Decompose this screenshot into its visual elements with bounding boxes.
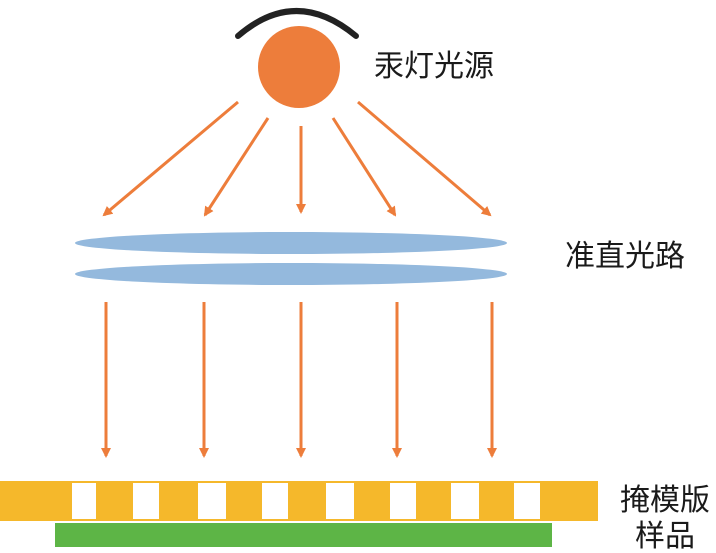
mask-label: 掩模版 [620,483,710,518]
mask-opening-2 [133,483,159,519]
incident-ray-1 [102,100,239,217]
sample-label: 样品 [635,519,695,553]
mask-opening-5 [326,483,354,519]
mask-openings [72,483,540,519]
mask-opening-4 [262,483,288,519]
light-source-label: 汞灯光源 [374,49,494,84]
collimated-rays [101,302,497,458]
mask-opening-6 [390,483,416,519]
mask-opening-7 [451,483,479,519]
mercury-lamp [258,26,340,108]
collimator-lens-top [75,232,507,254]
sample-substrate [55,523,552,547]
incident-ray-4 [331,117,397,217]
mask-opening-8 [514,483,540,519]
mask-opening-1 [72,483,96,519]
incident-rays [102,100,492,217]
lamp-reflector [235,8,359,39]
collimator-label: 准直光路 [565,239,685,274]
mask-opening-3 [198,483,226,519]
incident-ray-2 [203,117,270,217]
collimator-lens-bottom [75,263,507,285]
mask-plate [0,481,598,521]
incident-ray-5 [357,100,492,217]
